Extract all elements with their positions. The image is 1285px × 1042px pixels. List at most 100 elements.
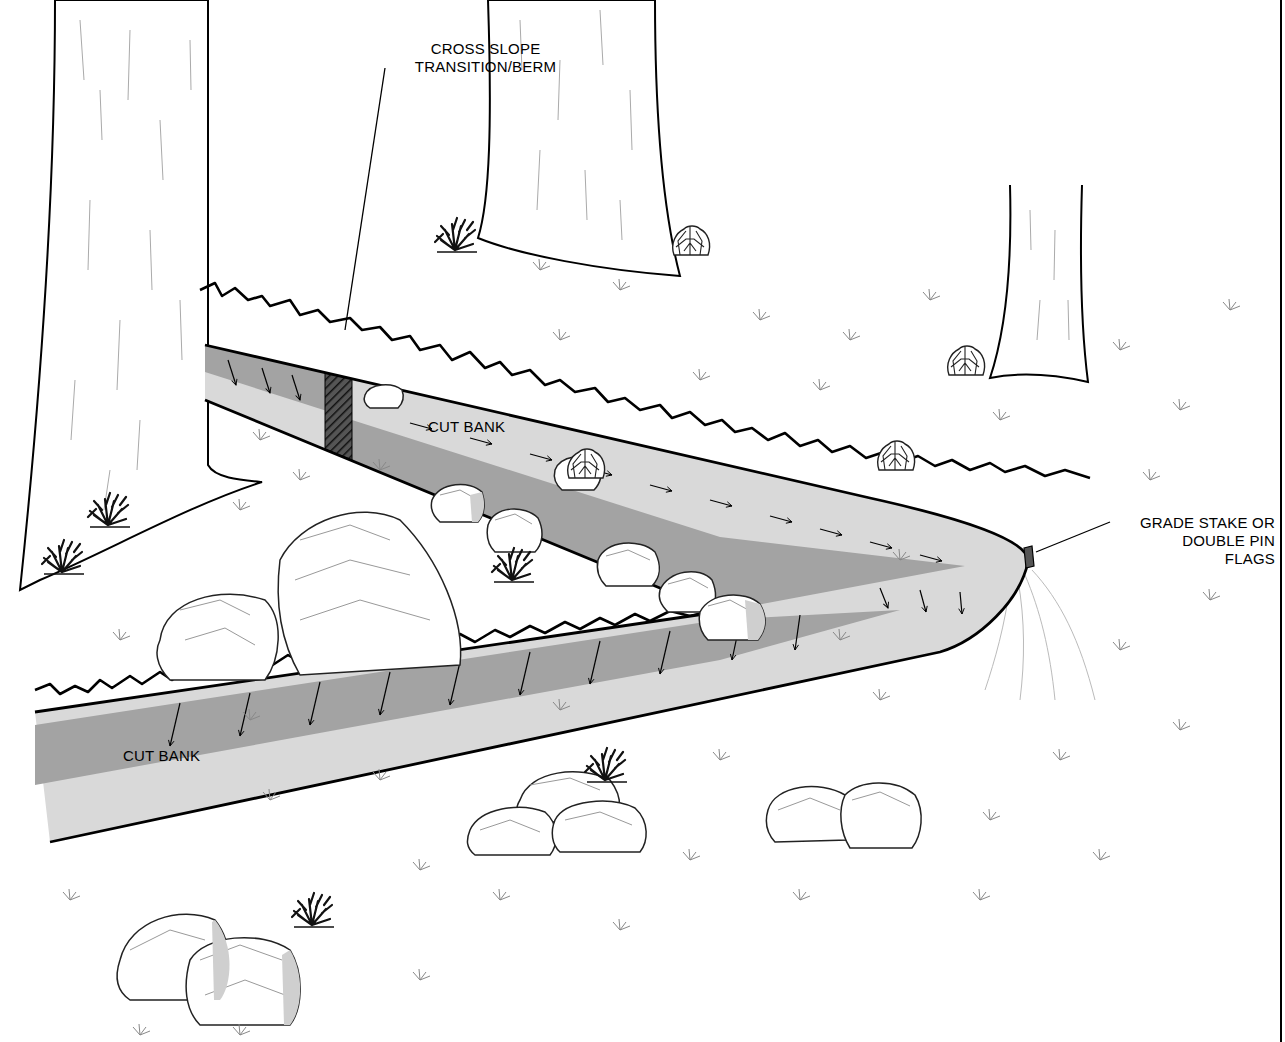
boulder <box>157 594 278 680</box>
boulder <box>487 509 542 552</box>
grass-tuft <box>413 859 430 870</box>
bark-lines <box>71 20 191 510</box>
drainage-arrow <box>530 454 552 460</box>
boulder-contour <box>778 792 910 810</box>
boulder <box>364 385 403 408</box>
boulder-shade <box>212 492 765 1025</box>
shrub <box>585 748 627 782</box>
grass-tuft <box>233 1024 250 1035</box>
boulder-contour <box>130 930 285 995</box>
boulder-contour <box>180 600 255 645</box>
succulent <box>878 441 915 470</box>
grass-tuft <box>493 889 510 900</box>
drainage-arrow <box>380 672 390 715</box>
cut-bank-label: CUT BANK <box>123 747 233 765</box>
grass-tuft <box>793 889 810 900</box>
grass-tuft <box>553 699 570 710</box>
slope-lines <box>1018 580 1024 700</box>
boulder <box>467 807 556 855</box>
callout-label: CROSS SLOPE TRANSITION/BERM <box>398 40 573 76</box>
grass-tuft <box>63 259 1240 1035</box>
shrub <box>88 493 130 527</box>
callout-label: GRADE STAKE OR DOUBLE PIN FLAGS <box>1133 514 1275 568</box>
boulder-contour <box>130 490 910 995</box>
grass-tuft <box>1093 849 1110 860</box>
grass-tuft <box>983 809 1000 820</box>
grass-tuft <box>993 409 1010 420</box>
shrub <box>292 893 334 927</box>
grass-tuft <box>813 379 830 390</box>
grass-tuft <box>1173 399 1190 410</box>
grass-tuft <box>1113 339 1130 350</box>
boulder-contour <box>440 490 752 612</box>
shrub <box>492 548 534 582</box>
succulent <box>568 226 985 478</box>
frame-border <box>1281 0 1282 1042</box>
drainage-arrow <box>262 368 270 393</box>
leader-line <box>1036 522 1110 552</box>
grass-tuft <box>533 259 550 270</box>
boulder-shade <box>745 600 765 640</box>
boulder <box>597 543 659 586</box>
grass-tuft <box>713 749 730 760</box>
drainage-arrow <box>710 500 732 506</box>
grass-tuft <box>1203 589 1220 600</box>
grass-tuft <box>843 329 860 340</box>
drainage-arrow <box>292 375 300 400</box>
grass-tuft <box>1053 749 1070 760</box>
drainage-arrow <box>310 682 320 725</box>
drainage-arrow <box>795 615 800 650</box>
drainage-arrow <box>470 438 492 444</box>
drainage-arrow <box>590 641 600 684</box>
grass-tuft <box>923 289 940 300</box>
drainage-arrow <box>170 703 180 746</box>
berm-hatch <box>325 373 352 460</box>
grade-stake <box>1024 546 1034 568</box>
grass-tuft <box>973 889 990 900</box>
trail-edge <box>35 345 1028 842</box>
shrub <box>42 540 84 574</box>
boulder-shade <box>282 950 300 1025</box>
slope-lines <box>1025 575 1055 700</box>
grass-tuft <box>413 969 430 980</box>
boulder-shade <box>212 920 230 1000</box>
grass-tuft <box>613 279 630 290</box>
grass-tuft <box>373 459 390 470</box>
drainage-arrow <box>770 516 792 522</box>
trail-edge <box>35 400 718 712</box>
grass-tuft <box>293 469 310 480</box>
grass-tuft <box>233 499 250 510</box>
grass-tuft <box>1113 639 1130 650</box>
grass-tuft <box>613 919 630 930</box>
boulder-contour <box>480 778 632 832</box>
boulder-shade <box>470 492 484 522</box>
drainage-arrow <box>920 590 926 612</box>
drainage-arrow <box>920 555 942 561</box>
trail-tread <box>205 345 330 412</box>
grass-tuft <box>683 849 700 860</box>
boulder <box>117 385 921 1025</box>
drainage-arrow <box>870 542 892 548</box>
grass-tuft <box>693 369 710 380</box>
leader-line <box>345 68 1110 552</box>
boulder-contour <box>295 525 430 620</box>
slope-lines <box>1032 570 1095 700</box>
grass-tuft <box>63 889 80 900</box>
succulent <box>673 226 710 255</box>
tree-trunk <box>990 185 1088 382</box>
shrub <box>435 218 477 252</box>
leader-line <box>345 68 385 330</box>
drainage-arrow <box>228 360 236 385</box>
grass-tuft <box>553 329 570 340</box>
bark-lines <box>1030 210 1069 340</box>
drainage-arrow <box>450 662 460 705</box>
drainage-arrow <box>520 652 530 695</box>
drainage-arrow <box>820 529 842 535</box>
grass-tuft <box>893 549 910 560</box>
grass-tuft <box>1173 719 1190 730</box>
drainage-arrow <box>650 485 672 491</box>
grass-tuft <box>1143 469 1160 480</box>
succulent <box>568 449 605 478</box>
